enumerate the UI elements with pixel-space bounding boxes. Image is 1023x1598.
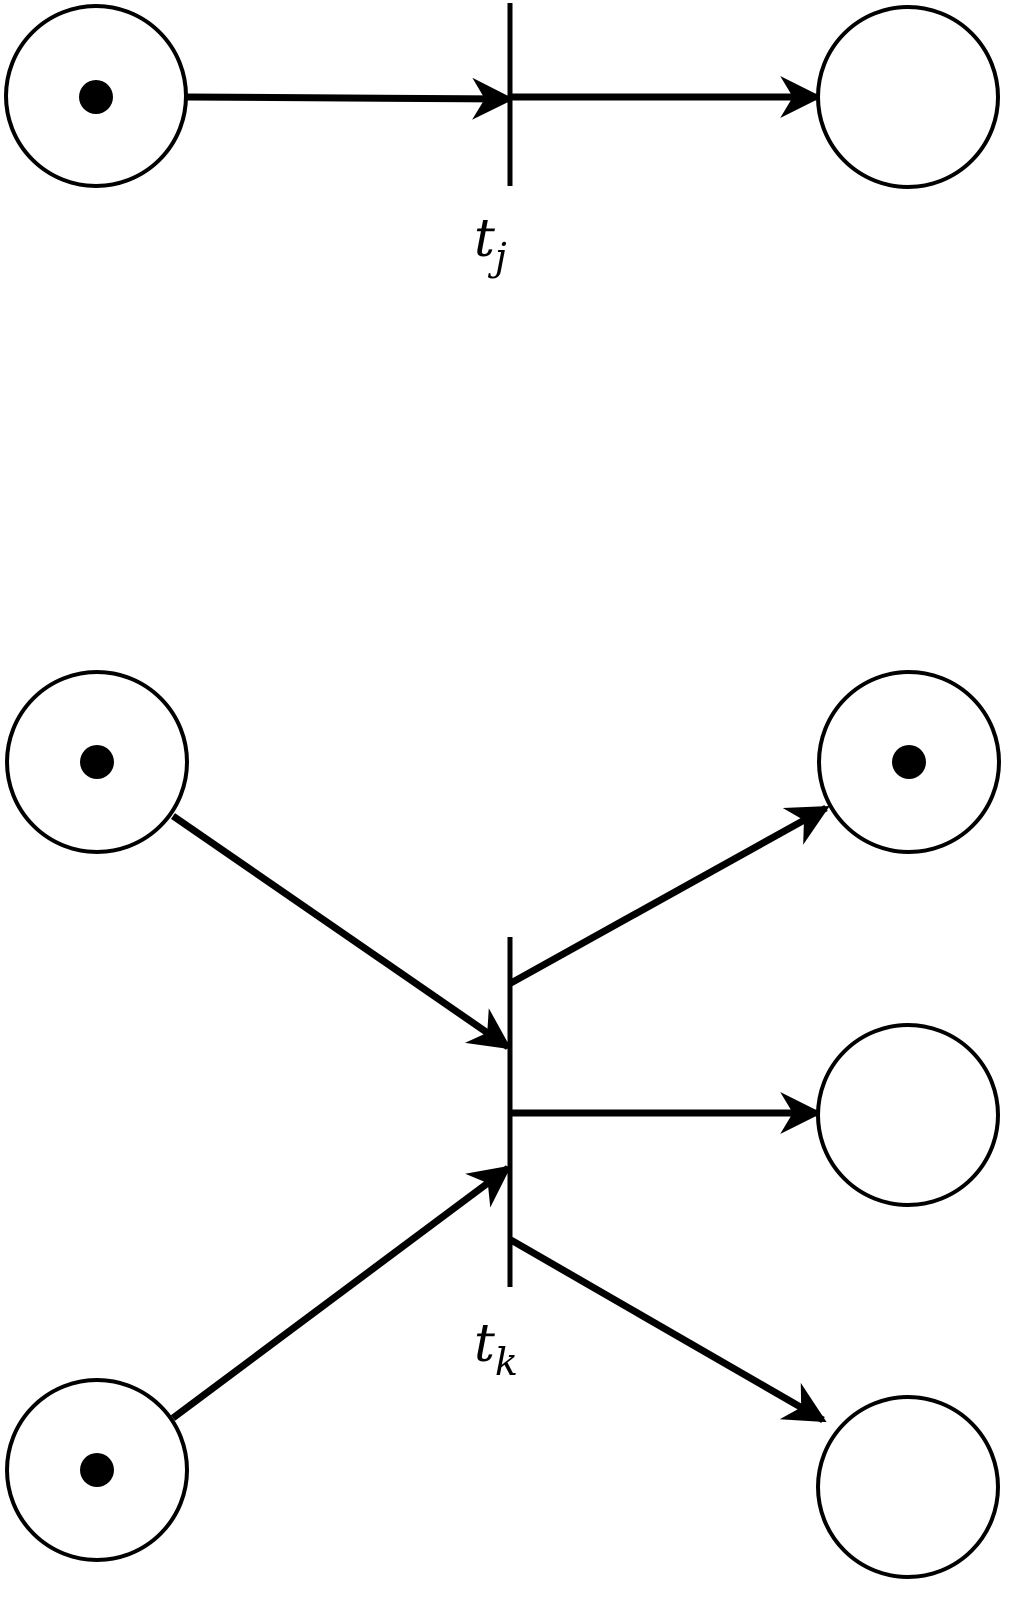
token xyxy=(79,80,113,114)
net-top: tj xyxy=(4,3,1000,279)
place-bottom-output-3 xyxy=(816,1395,1000,1579)
transition-label-top: tj xyxy=(474,209,507,279)
arc-bottom-input-2 xyxy=(170,1165,512,1421)
arc-bottom-output-1 xyxy=(509,804,830,987)
transition-label-name: t xyxy=(474,209,495,269)
token xyxy=(80,745,114,779)
place-top-output xyxy=(816,5,1000,189)
arc-bottom-output-3 xyxy=(509,1236,827,1424)
transition-label-bottom: tk xyxy=(474,1314,518,1384)
transition-label-subscript: k xyxy=(495,1340,518,1384)
arc-top-input xyxy=(185,77,515,120)
transition-label-name: t xyxy=(474,1314,495,1374)
token xyxy=(80,1453,114,1487)
token xyxy=(892,745,926,779)
net-bottom: tk xyxy=(5,670,1001,1579)
arc-bottom-input-1 xyxy=(171,813,512,1050)
place-bottom-output-2 xyxy=(816,1023,1000,1207)
